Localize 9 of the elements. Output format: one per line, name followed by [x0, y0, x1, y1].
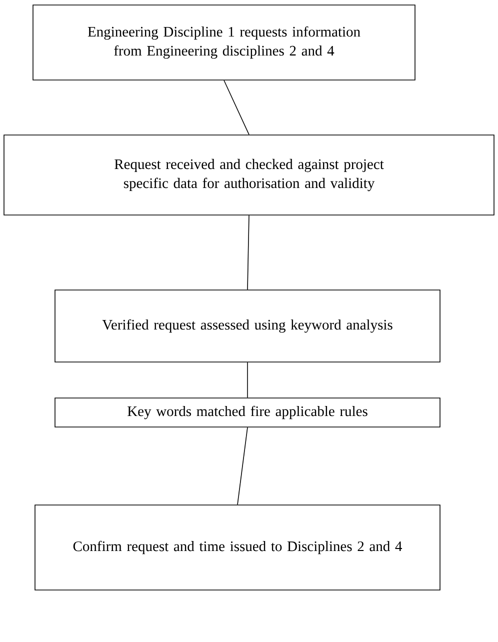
- process-box: Engineering Discipline 1 requests information from Engineering disciplines 2 and 4: [32, 4, 416, 80]
- process-box: Verified request assessed using keyword analysis: [54, 290, 440, 362]
- connector-line: [247, 215, 250, 290]
- process-box: Request received and checked against project specific data for authorisation and validity: [4, 134, 494, 216]
- connector-line: [237, 427, 248, 505]
- process-box: Confirm request and time issued to Disciplines 2 and 4: [34, 504, 440, 590]
- connector-line: [247, 362, 248, 398]
- process-box: Key words matched fire applicable rules: [54, 398, 440, 428]
- connector-line: [224, 80, 250, 135]
